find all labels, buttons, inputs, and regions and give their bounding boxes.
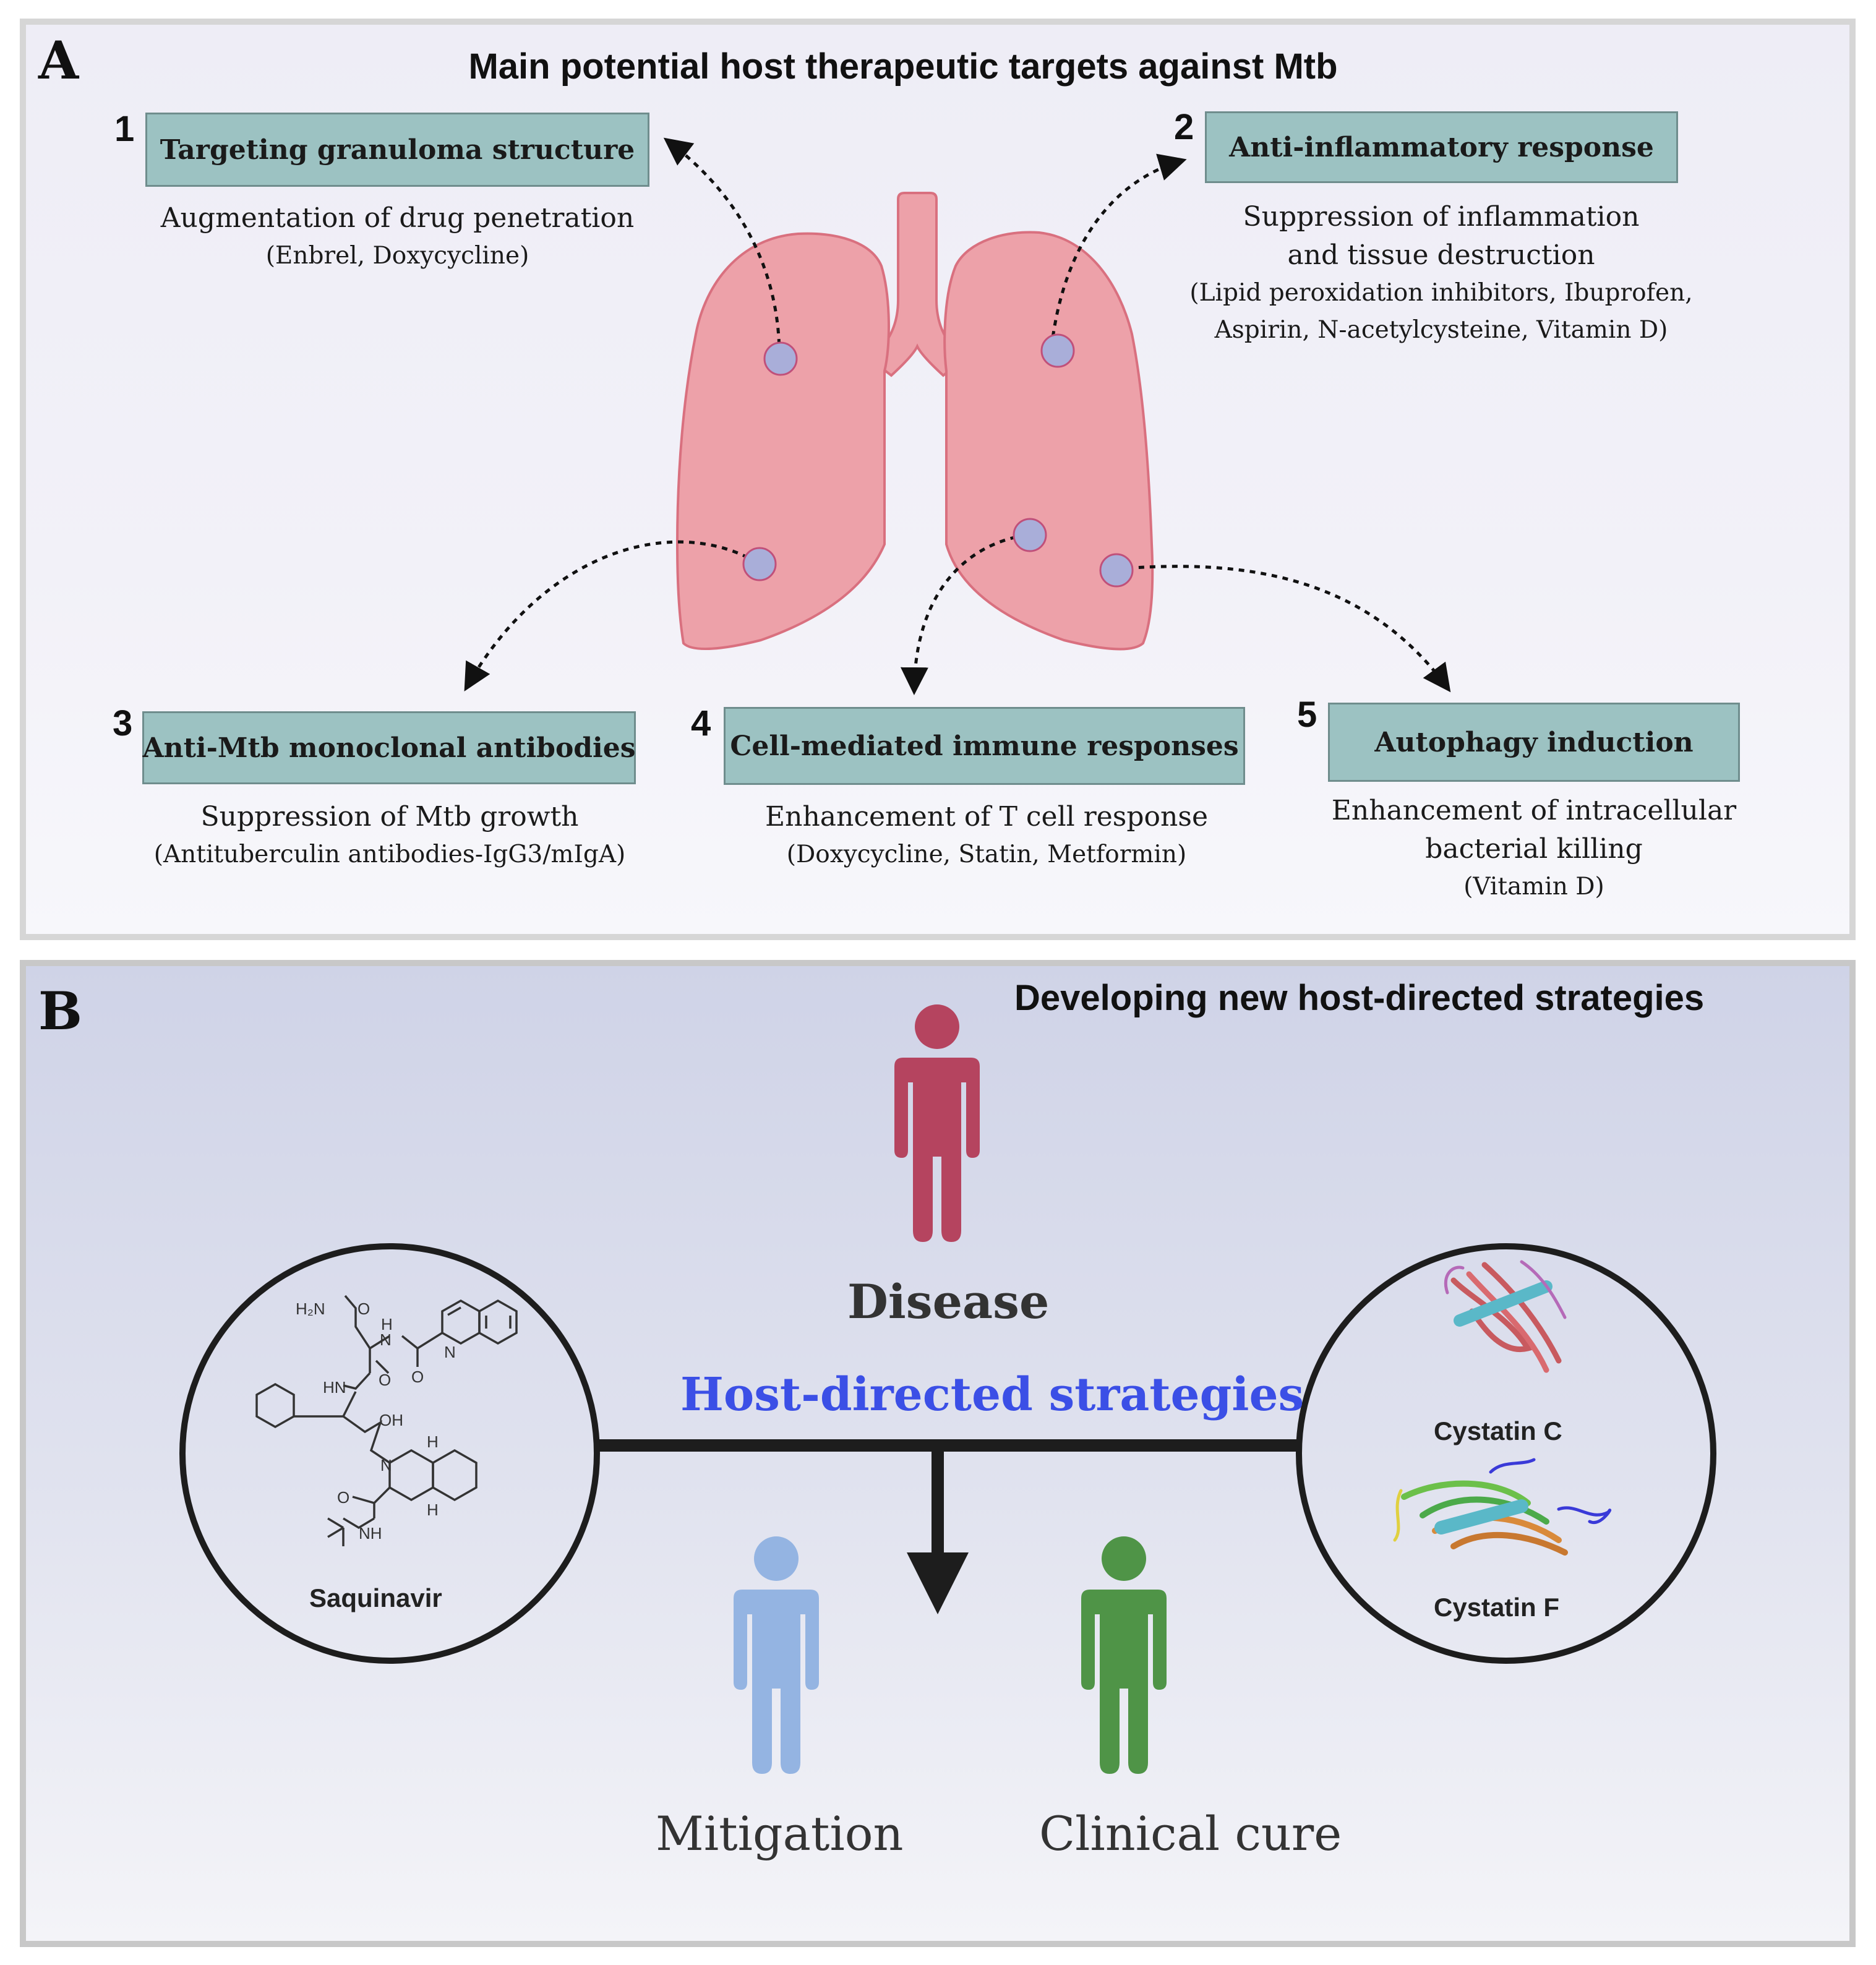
saquinavir-circle (179, 1243, 600, 1664)
disease-label: Disease (847, 1274, 1050, 1329)
mitigation-person-icon (734, 1536, 819, 1774)
target-4-description: Enhancement of T cell response (Doxycycl… (677, 798, 1296, 873)
lung-diagram (464, 137, 1451, 695)
host-directed-strategies-label: Host-directed strategies (680, 1368, 1304, 1421)
arrow-to-target-5 (1116, 565, 1451, 693)
target-3-line-1: Suppression of Mtb growth (200, 801, 579, 833)
cystatin-circle (1296, 1243, 1716, 1664)
atom-h2n: H₂N (296, 1299, 325, 1318)
target-2-line-2: and tissue destruction (1287, 239, 1595, 271)
disease-person-icon (894, 1004, 980, 1242)
target-4-drugs: (Doxycycline, Statin, Metformin) (786, 841, 1187, 868)
arrow-to-target-1 (663, 137, 781, 356)
atom-h-1: H (427, 1432, 439, 1451)
cystatin-c-structure-icon (1444, 1260, 1567, 1373)
atom-h: H (381, 1315, 393, 1334)
lung-node-1 (763, 341, 798, 376)
lung-node-3 (742, 547, 777, 581)
target-2-number: 2 (1174, 107, 1194, 147)
panel-a-title: Main potential host therapeutic targets … (468, 46, 1338, 87)
atom-n-1: N (380, 1330, 392, 1349)
atom-o-1: O (358, 1299, 370, 1318)
atom-o-4: O (337, 1488, 349, 1507)
atom-n-2: N (444, 1343, 456, 1361)
cystatin-c-label: Cystatin C (1434, 1416, 1562, 1445)
lung-node-5 (1099, 553, 1134, 588)
target-1-description: Augmentation of drug penetration (Enbrel… (87, 199, 708, 275)
target-2-drugs-1: (Lipid peroxidation inhibitors, Ibuprofe… (1189, 279, 1693, 307)
right-lung (943, 231, 1154, 651)
target-3-drugs: (Antituberculin antibodies-IgG3/mIgA) (153, 841, 626, 868)
cystatin-f-label: Cystatin F (1434, 1593, 1560, 1622)
panel-b-letter: B (38, 980, 82, 1042)
panel-b-title: Developing new host-directed strategies (1014, 978, 1705, 1018)
target-5-drugs: (Vitamin D) (1463, 873, 1604, 901)
arrow-to-target-4 (900, 533, 1027, 695)
target-2-line-1: Suppression of inflammation (1243, 201, 1640, 233)
saquinavir-label: Saquinavir (309, 1583, 442, 1612)
saquinavir-atom-labels: H₂N O H N O N HN O OH N H H O NH (296, 1299, 456, 1543)
target-3-description: Suppression of Mtb growth (Antituberculi… (80, 798, 699, 873)
target-1-line-1: Augmentation of drug penetration (160, 202, 635, 234)
target-5-line-2: bacterial killing (1425, 833, 1643, 865)
target-1-box: Targeting granuloma structure (145, 113, 649, 187)
target-1-number: 1 (114, 109, 135, 149)
target-5-number: 5 (1297, 695, 1317, 735)
clinical-cure-label: Clinical cure (1039, 1806, 1342, 1861)
target-3-number: 3 (113, 703, 133, 743)
left-lung (675, 232, 890, 651)
atom-o-3: O (379, 1371, 391, 1389)
target-4-box: Cell-mediated immune responses (724, 707, 1245, 785)
atom-hn: HN (323, 1378, 346, 1397)
target-3-box: Anti-Mtb monoclonal antibodies (142, 711, 636, 784)
target-5-box: Autophagy induction (1328, 703, 1740, 782)
atom-n-3: N (380, 1456, 392, 1475)
cystatin-f-structure-icon (1393, 1458, 1612, 1556)
panel-a-letter: A (38, 30, 79, 91)
atom-o-2: O (411, 1368, 424, 1386)
target-2-description: Suppression of inflammation and tissue d… (1132, 198, 1750, 349)
atom-oh: OH (379, 1411, 403, 1429)
lung-node-2 (1040, 333, 1075, 368)
target-1-drugs: (Enbrel, Doxycycline) (265, 242, 529, 270)
target-4-line-1: Enhancement of T cell response (765, 801, 1208, 833)
target-5-description: Enhancement of intracellular bacterial k… (1287, 792, 1781, 905)
atom-nh: NH (359, 1524, 382, 1543)
saquinavir-structure-icon (255, 1295, 518, 1546)
mitigation-label: Mitigation (656, 1806, 904, 1861)
cure-person-icon (1081, 1536, 1167, 1774)
target-5-line-1: Enhancement of intracellular (1331, 795, 1737, 826)
target-2-drugs-2: Aspirin, N-acetylcysteine, Vitamin D) (1214, 316, 1668, 344)
atom-h-2: H (427, 1501, 439, 1519)
target-2-box: Anti-inflammatory response (1205, 111, 1678, 183)
down-arrow-head (907, 1552, 969, 1614)
target-4-number: 4 (691, 703, 711, 743)
lung-node-4 (1013, 518, 1047, 552)
